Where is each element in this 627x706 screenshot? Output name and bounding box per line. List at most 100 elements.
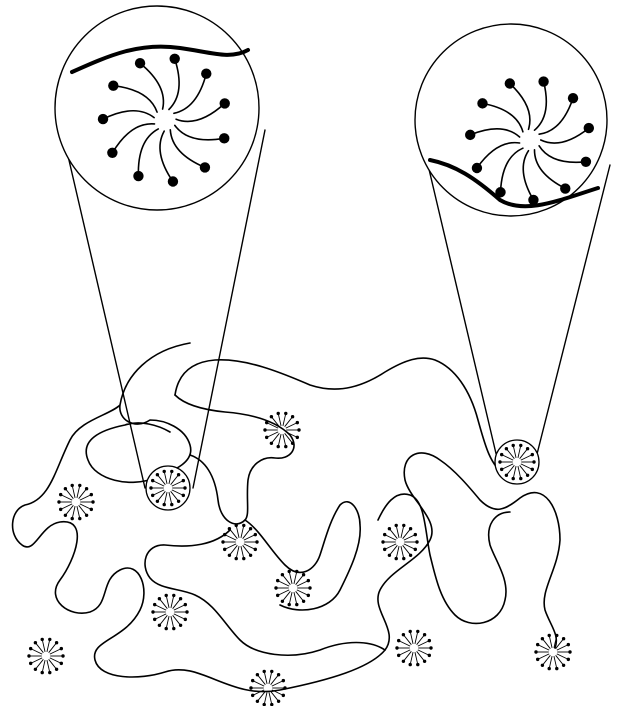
micelle-head xyxy=(526,447,529,450)
micelle-head xyxy=(151,610,154,613)
micelle-tail xyxy=(289,571,292,583)
micelle-head xyxy=(531,453,534,456)
micelle-head xyxy=(423,633,426,636)
surfactant-head xyxy=(505,78,515,88)
micelle-head xyxy=(277,673,280,676)
micelle-head xyxy=(562,637,565,640)
micelle-head xyxy=(172,594,175,597)
micelle-tail xyxy=(294,571,297,583)
micelle-head xyxy=(295,603,298,606)
surfactant-head xyxy=(170,54,180,64)
micelle-tail xyxy=(171,616,174,628)
micelle-head xyxy=(256,700,259,703)
micelle-head xyxy=(55,668,58,671)
surfactant-head xyxy=(568,93,578,103)
micelle-head xyxy=(34,668,37,671)
micelle-head xyxy=(163,503,166,506)
micelle-head xyxy=(156,473,159,476)
micelle-head xyxy=(428,639,431,642)
micelle-head xyxy=(288,603,291,606)
micelle-head xyxy=(498,460,501,463)
micelle-head xyxy=(184,618,187,621)
micelle-tail xyxy=(72,485,75,497)
micelle-head xyxy=(295,570,298,573)
micelle-head xyxy=(185,610,188,613)
micelle-head xyxy=(263,670,266,673)
micelle-head xyxy=(90,508,93,511)
micelle-head xyxy=(55,641,58,644)
micelle-head xyxy=(179,597,182,600)
micelle-tail xyxy=(289,592,292,604)
micelle-head xyxy=(395,524,398,527)
micelle-head xyxy=(402,633,405,636)
micelle-head xyxy=(59,508,62,511)
polymer-chain-main xyxy=(13,343,560,692)
micelle-head xyxy=(402,557,405,560)
micelle-head xyxy=(388,527,391,530)
micelle-head xyxy=(383,533,386,536)
micelle-head xyxy=(85,514,88,517)
micelle-tail xyxy=(269,671,272,683)
micelle-head xyxy=(61,654,64,657)
micelle-tail xyxy=(171,595,174,607)
small-micelle-9 xyxy=(27,638,64,675)
micelle-head xyxy=(409,527,412,530)
micelle-head xyxy=(228,554,231,557)
polymer-chain-middle xyxy=(145,502,385,655)
micelle-head xyxy=(531,468,534,471)
micelle-head xyxy=(282,679,285,682)
surfactant-head xyxy=(201,69,211,79)
micelle-head xyxy=(249,527,252,530)
small-micelle-12 xyxy=(249,670,286,706)
micelle-head xyxy=(284,445,287,448)
micelle-head xyxy=(409,554,412,557)
micelle-head xyxy=(282,694,285,697)
micelle-tail xyxy=(47,660,50,672)
micelle-head xyxy=(251,679,254,682)
micelle-tail xyxy=(241,525,244,537)
micelle-tail xyxy=(410,631,413,643)
micelle-head xyxy=(397,654,400,657)
micelle-head xyxy=(255,540,258,543)
micelle-tail xyxy=(415,631,418,643)
micelle-head xyxy=(256,673,259,676)
micelle-head xyxy=(541,664,544,667)
micelle-head xyxy=(151,479,154,482)
micelle-tail xyxy=(42,639,45,651)
micelle-head xyxy=(223,533,226,536)
micelle-head xyxy=(519,444,522,447)
micelle-head xyxy=(182,494,185,497)
surfactant-head xyxy=(560,183,570,193)
micelle-head xyxy=(383,548,386,551)
micelle-head xyxy=(307,594,310,597)
micelle-head xyxy=(291,415,294,418)
right-magnified-circle xyxy=(415,24,607,216)
micelle-tail xyxy=(401,546,404,558)
micelle-head xyxy=(177,473,180,476)
micelle-tail xyxy=(283,434,286,446)
micelle-head xyxy=(555,667,558,670)
surfactant-head xyxy=(108,81,118,91)
micelle-head xyxy=(251,694,254,697)
micelle-head xyxy=(242,524,245,527)
small-micelle-8 xyxy=(151,594,188,631)
micelle-head xyxy=(562,664,565,667)
micelle-head xyxy=(165,627,168,630)
surfactant-head xyxy=(581,157,591,167)
micelle-tail xyxy=(294,592,297,604)
micelle-head xyxy=(548,634,551,637)
micelle-head xyxy=(395,557,398,560)
micelle-head xyxy=(242,557,245,560)
micelle-head xyxy=(555,634,558,637)
micelle-head xyxy=(284,412,287,415)
left-magnified-micelle xyxy=(55,6,259,210)
micelle-head xyxy=(297,428,300,431)
micelle-tail xyxy=(549,656,552,668)
micelle-head xyxy=(414,533,417,536)
micelle-head xyxy=(34,641,37,644)
micelle-head xyxy=(532,460,535,463)
micelle-tail xyxy=(77,485,80,497)
micelle-head xyxy=(153,618,156,621)
micelle-tail xyxy=(77,506,80,518)
